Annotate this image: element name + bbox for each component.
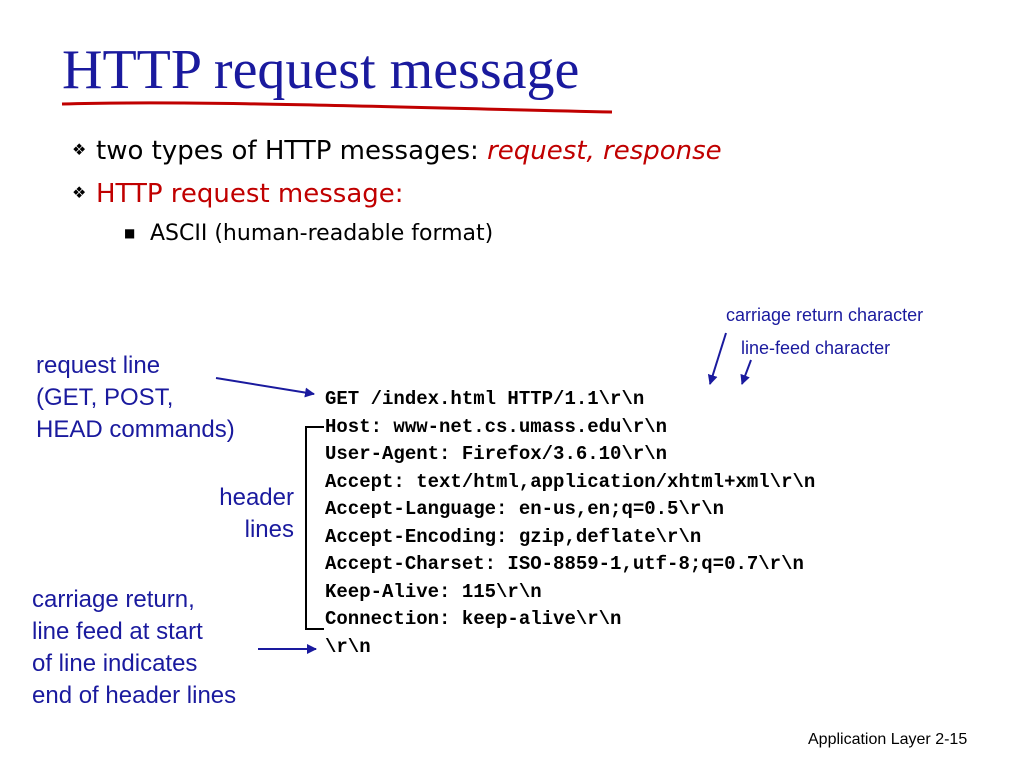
header-line-user-agent: User-Agent: Firefox/3.6.10\r\n [325, 443, 668, 465]
header-line-host: Host: www-net.cs.umass.edu\r\n [325, 415, 668, 438]
title-underline [61, 101, 613, 114]
header-lines-label: header lines [192, 482, 294, 546]
diamond-bullet-icon: ❖ [72, 140, 87, 159]
request-line: GET /index.html HTTP/1.1\r\n [325, 388, 645, 410]
header-line-accept-language: Accept-Language: en-us,en;q=0.5\r\n [325, 498, 725, 520]
header-lines-label-line: lines [244, 516, 294, 543]
request-line-label: request line (GET, POST, HEAD commands) [36, 350, 235, 446]
header-line-accept: Accept: text/html,application/xhtml+xml\… [325, 470, 816, 493]
bullet-item-request-message: ❖ HTTP request message: [72, 180, 404, 209]
carriage-return-note: carriage return character [726, 305, 924, 325]
header-line-accept-encoding: Accept-Encoding: gzip,deflate\r\n [325, 525, 702, 548]
sub-bullet-ascii-word: ASCII [150, 221, 208, 246]
http-request-code-block: GET /index.html HTTP/1.1\r\n Host: www-n… [325, 386, 815, 661]
bullet-text: HTTP request message: [96, 179, 404, 209]
header-line-connection: Connection: keep-alive\r\n [325, 608, 622, 630]
page-title: HTTP request message [62, 39, 580, 101]
request-line-label-line: HEAD commands) [36, 416, 235, 443]
diamond-bullet-icon: ❖ [72, 183, 87, 202]
request-line-arrow [215, 377, 315, 398]
line-feed-note: line-feed character [741, 338, 891, 358]
header-lines-bracket [305, 426, 324, 630]
footer-page-number: 2-15 [935, 731, 968, 748]
crlf-end-label-line: of line indicates [32, 650, 198, 677]
crlf-end-label-line: carriage return, [32, 586, 195, 613]
carriage-return-arrow [707, 332, 727, 385]
bullet-text: two types of HTTP messages: [96, 136, 488, 166]
header-line-keep-alive: Keep-Alive: 115\r\n [325, 580, 542, 603]
bullet-emphasis: request, response [487, 136, 722, 166]
blank-line-crlf: \r\n [325, 635, 371, 658]
slide-footer: Application Layer 2-15 [808, 731, 967, 749]
crlf-end-label: carriage return, line feed at start of l… [32, 584, 236, 712]
request-line-label-line: request line [36, 352, 161, 379]
line-feed-arrow [740, 359, 752, 385]
sub-bullet-text: (human-readable format) [207, 221, 494, 246]
bullet-item-message-types: ❖ two types of HTTP messages: request, re… [72, 137, 722, 166]
request-line-label-line: (GET, POST, [36, 384, 174, 411]
square-bullet-icon: ■ [124, 226, 136, 240]
sub-bullet-ascii: ■ ASCII (human-readable format) [124, 221, 494, 246]
crlf-end-label-line: line feed at start [32, 618, 203, 645]
header-lines-label-line: header [219, 484, 294, 511]
footer-section: Application Layer [808, 731, 931, 748]
header-line-accept-charset: Accept-Charset: ISO-8859-1,utf-8;q=0.7\r… [325, 553, 804, 575]
crlf-end-label-line: end of header lines [32, 682, 237, 709]
